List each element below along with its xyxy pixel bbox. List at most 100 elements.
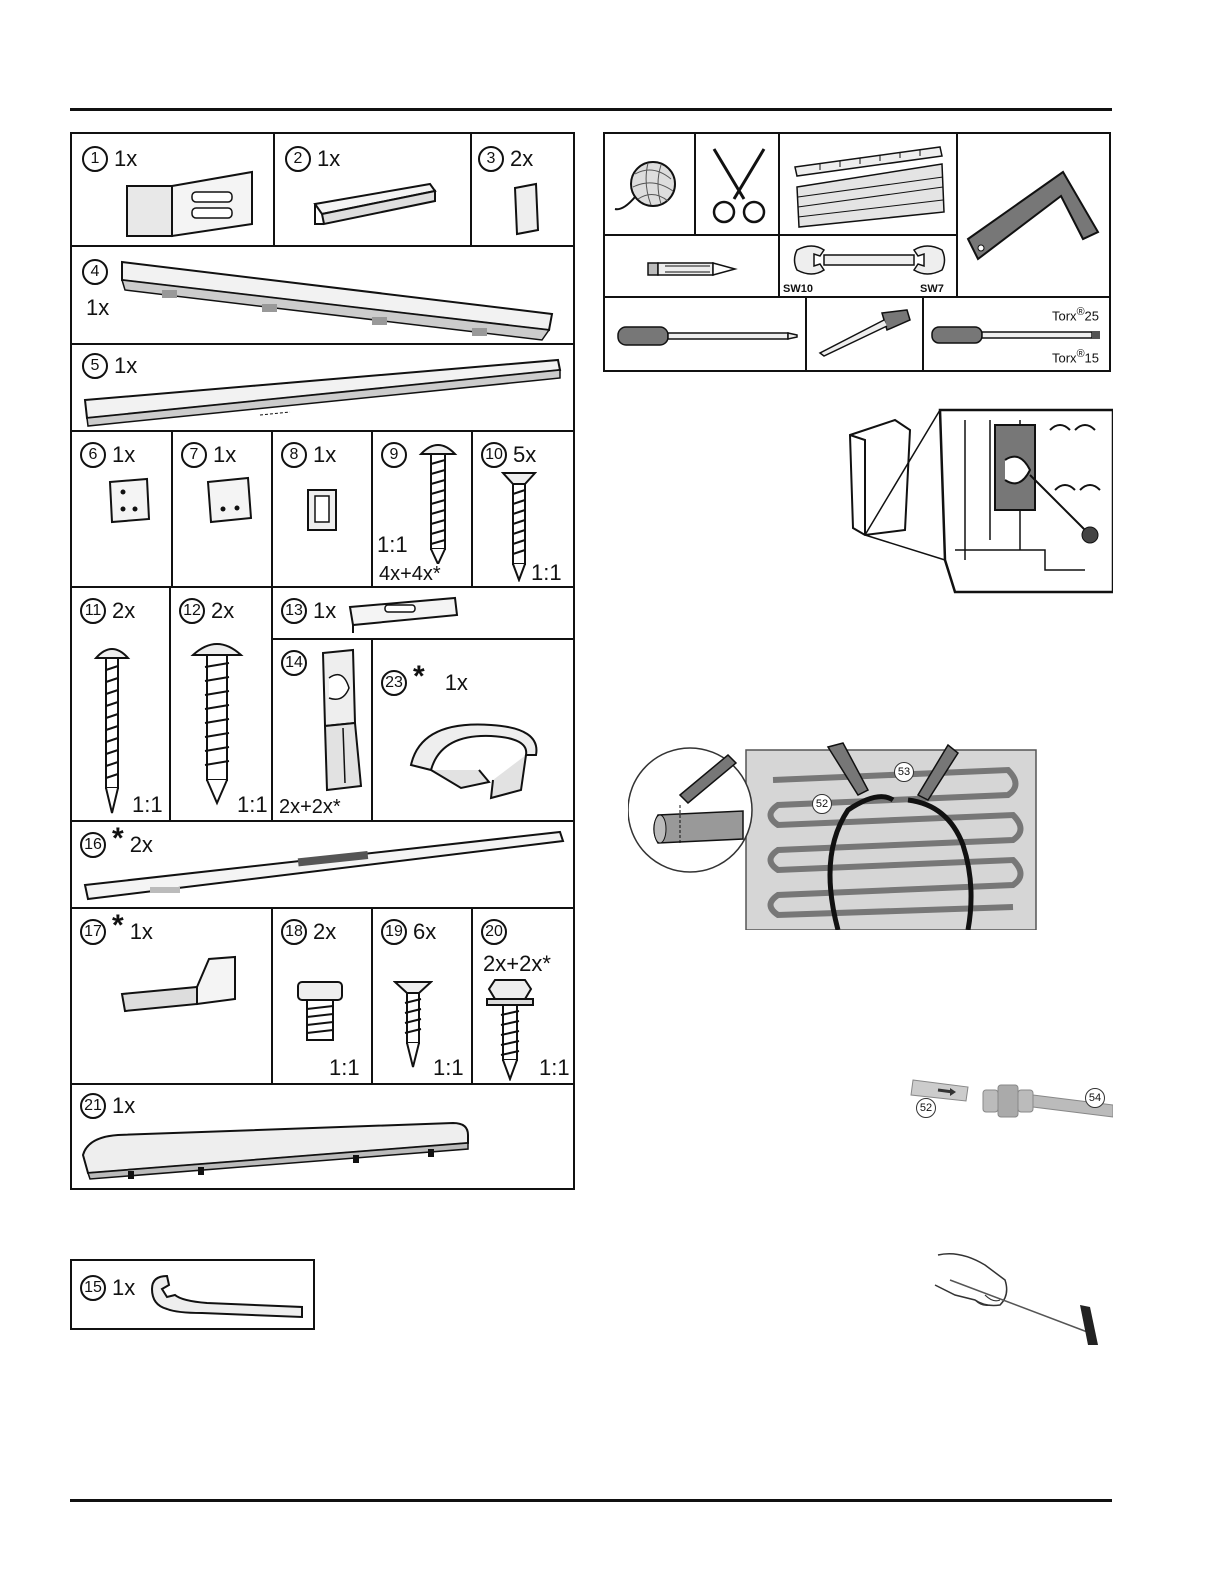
part-qty: 1x xyxy=(313,598,336,624)
part-number: 7 xyxy=(181,442,207,468)
part-17-cell: 17 * 1x xyxy=(72,909,273,1085)
part-number: 15 xyxy=(80,1275,106,1301)
part-number: 6 xyxy=(80,442,106,468)
part-number: 19 xyxy=(381,919,407,945)
asterisk-mark: * xyxy=(112,921,124,931)
part-12-screw-illustration xyxy=(189,633,245,811)
torx-label-15: Torx®15 xyxy=(1052,348,1099,365)
torx-screwdriver-icon xyxy=(929,324,1104,346)
part-11-screw-illustration xyxy=(92,638,132,816)
part-1-bracket-illustration xyxy=(122,164,262,239)
part-6-cell: 61x xyxy=(72,432,173,588)
callout-54: 54 xyxy=(1085,1088,1105,1108)
part-number: 17 xyxy=(80,919,106,945)
wrench-size-right: SW7 xyxy=(920,283,944,295)
tool-scissors-cell xyxy=(696,134,780,236)
part-qty: 1x xyxy=(317,146,340,172)
part-21-cover-illustration xyxy=(78,1115,478,1183)
part-17-bracket-illustration xyxy=(117,949,247,1019)
part-20-cell: 20 2x+2x* 1:1 xyxy=(473,909,573,1085)
scale-label: 1:1 xyxy=(237,792,268,818)
hand-hex-key-illustration xyxy=(930,1245,1110,1350)
part-number: 11 xyxy=(80,598,106,624)
part-qty: 2x+2x* xyxy=(279,796,341,819)
scale-label: 1:1 xyxy=(329,1055,360,1081)
top-rule xyxy=(70,108,1112,111)
callout-53: 53 xyxy=(894,762,914,782)
part-qty: 1x xyxy=(130,919,153,945)
part-19-screw-illustration xyxy=(393,979,433,1069)
part-qty: 4x+4x* xyxy=(379,563,441,586)
part-5-cell: 51x xyxy=(72,345,573,432)
part-qty: 2x xyxy=(510,146,533,172)
scissors-icon xyxy=(704,144,774,226)
part-number: 1 xyxy=(82,146,108,172)
bottom-rule xyxy=(70,1499,1112,1502)
pencil-icon xyxy=(645,258,740,280)
flat-screwdriver-icon xyxy=(615,323,800,349)
part-23-cell: 23 * 1x xyxy=(373,640,573,822)
part-qty: 2x xyxy=(211,598,234,624)
part-qty: 2x+2x* xyxy=(483,951,551,977)
part-number: 12 xyxy=(179,598,205,624)
callout-52: 52 xyxy=(916,1098,936,1118)
folding-rule-icon xyxy=(790,142,950,230)
small-screwdriver-icon xyxy=(812,308,917,363)
part-qty: 2x xyxy=(313,919,336,945)
part-number: 23 xyxy=(381,670,407,696)
tool-torx-screwdriver-cell: Torx®25 Torx®15 xyxy=(924,298,1109,370)
asterisk-mark: * xyxy=(413,672,425,682)
part-number: 3 xyxy=(478,146,504,172)
part-7-cell: 71x xyxy=(173,432,273,588)
scale-label: 1:1 xyxy=(531,560,562,586)
part-number: 14 xyxy=(281,650,307,676)
part-18-bolt-illustration xyxy=(295,979,345,1044)
part-9-cell: 9 1:1 4x+4x* xyxy=(373,432,473,588)
part-number: 4 xyxy=(82,259,108,285)
part-16-cell: 16*2x xyxy=(72,822,573,909)
carpenter-square-icon xyxy=(963,164,1103,274)
part-number: 2 xyxy=(285,146,311,172)
scale-label: 1:1 xyxy=(433,1055,464,1081)
tool-string-cell xyxy=(605,134,696,236)
tool-wrench-cell: SW10 SW7 xyxy=(780,236,958,298)
tube-connector-illustration xyxy=(908,1075,1113,1135)
part-number: 13 xyxy=(281,598,307,624)
part-4-rail-illustration xyxy=(117,252,567,342)
part-qty: 1x xyxy=(112,1275,135,1301)
part-number: 20 xyxy=(481,919,507,945)
part-14-cell: 14 2x+2x* xyxy=(273,640,373,822)
part-16-strip-illustration xyxy=(80,827,570,905)
torx-label-25: Torx®25 xyxy=(1052,306,1099,323)
part-5-strip-illustration xyxy=(80,350,570,430)
part-qty: 5x xyxy=(513,442,536,468)
tools-grid: SW10 SW7 Torx®25 Torx®15 xyxy=(603,132,1111,372)
wrench-size-left: SW10 xyxy=(783,283,813,295)
scale-label: 1:1 xyxy=(539,1055,570,1081)
part-qty: 1x xyxy=(112,442,135,468)
part-15-spanner-illustration xyxy=(147,1271,307,1321)
part-number: 10 xyxy=(481,442,507,468)
part-number: 9 xyxy=(381,442,407,468)
part-qty: 6x xyxy=(413,919,436,945)
part-qty: 2x xyxy=(112,598,135,624)
part-qty: 1x xyxy=(445,670,468,696)
scale-label: 1:1 xyxy=(132,792,163,818)
callout-52: 52 xyxy=(812,794,832,814)
part-23-clamp-illustration xyxy=(401,710,551,810)
part-7-plate-illustration xyxy=(203,474,258,529)
part-4-cell: 4 1x xyxy=(72,247,573,345)
part-9-screw-illustration xyxy=(418,436,458,564)
tool-small-screwdriver-cell xyxy=(807,298,924,370)
cabinet-screw-detail-illustration xyxy=(845,400,1113,600)
